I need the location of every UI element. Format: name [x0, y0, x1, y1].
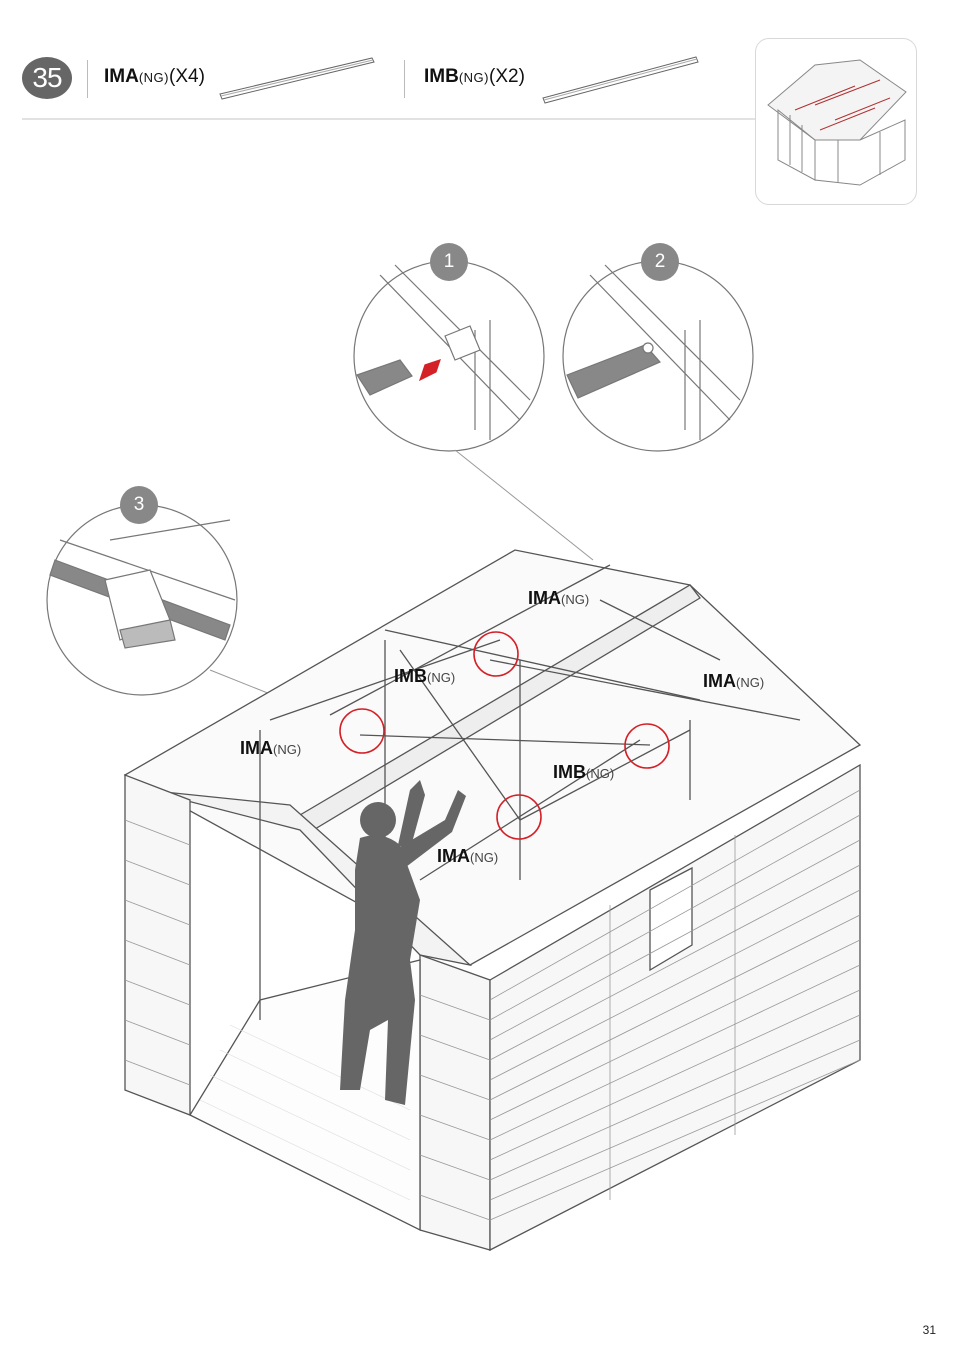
step-number: 35: [32, 62, 62, 93]
highlight-circles: [339, 631, 670, 840]
callout-number: 1: [443, 251, 455, 272]
person-silhouette: [340, 780, 466, 1105]
highlight-ring: [496, 794, 542, 840]
header-divider: [87, 60, 88, 98]
callout-number: 3: [133, 494, 145, 515]
diagram-label-ima: IMA(NG): [240, 738, 302, 758]
front-siding: [124, 819, 491, 1221]
step-number-badge: 35: [22, 57, 72, 99]
header-rule: [22, 118, 755, 120]
callout-1: 1: [430, 243, 468, 281]
floor-grid: [199, 1024, 411, 1201]
diagram-label-ima: IMA(NG): [703, 671, 765, 691]
diagram-label-imb: IMB(NG): [553, 762, 615, 782]
highlight-ring: [473, 631, 519, 677]
header-divider: [404, 60, 405, 98]
wall-siding: [489, 789, 861, 1221]
part-bar-imb: [542, 56, 699, 104]
diagram-label-ima: IMA(NG): [437, 846, 499, 866]
callout-number: 2: [654, 251, 666, 272]
diagram-label-imb: IMB(NG): [394, 666, 456, 686]
part-label-imb: IMB(NG)(X2): [424, 66, 525, 87]
page-number: 31: [922, 1323, 936, 1337]
detail-2: [562, 260, 754, 452]
highlight-ring: [624, 723, 670, 769]
detail-3: [46, 504, 238, 696]
diagram-label-ima: IMA(NG): [528, 588, 590, 608]
part-bar-ima: [219, 57, 375, 100]
detail-1: [353, 260, 545, 452]
callout-2: 2: [641, 243, 679, 281]
part-label-ima: IMA(NG)(X4): [104, 66, 205, 87]
highlight-ring: [339, 708, 385, 754]
callout-3: 3: [120, 486, 158, 524]
thumbnail-shed: [767, 59, 907, 186]
